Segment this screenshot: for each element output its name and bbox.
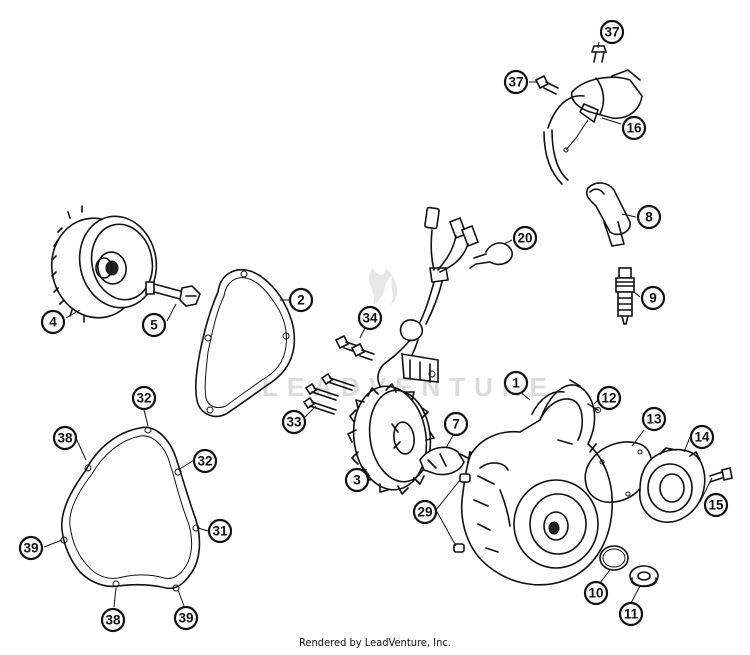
wiring-harness [377, 206, 480, 387]
cable-tie [469, 242, 513, 269]
render-credit: Rendered by LeadVenture, Inc. [299, 636, 451, 649]
svg-text:16: 16 [626, 121, 642, 136]
dowel-pins [453, 473, 471, 553]
callout-31: 31 [207, 518, 233, 544]
callout-13: 13 [641, 406, 667, 432]
leader-lines [43, 41, 713, 608]
callout-20: 20 [512, 225, 538, 251]
spark-plug-connector [585, 182, 631, 247]
bolts-34 [334, 334, 375, 361]
svg-text:31: 31 [212, 524, 228, 539]
svg-text:12: 12 [601, 391, 616, 406]
ignition-cover-gasket [195, 268, 296, 418]
callout-7: 7 [443, 411, 469, 437]
callout-32-right: 32 [192, 448, 218, 474]
svg-text:13: 13 [646, 412, 662, 427]
callout-3: 3 [344, 467, 370, 493]
callout-39-bottom: 39 [173, 605, 199, 631]
spark-plug [615, 267, 635, 325]
callout-37-upper: 37 [599, 19, 625, 45]
svg-text:32: 32 [136, 391, 151, 406]
ignition-coil [543, 69, 643, 185]
coil-bolt-upper [590, 45, 608, 63]
callout-11: 11 [618, 601, 644, 627]
svg-text:4: 4 [49, 315, 57, 330]
callout-10: 10 [583, 580, 609, 606]
callout-16: 16 [621, 115, 647, 141]
callout-38-bottom: 38 [100, 607, 126, 633]
coil-bolt-side [534, 74, 559, 95]
starter-cover [639, 447, 706, 523]
callout-4: 4 [40, 309, 66, 335]
callout-5: 5 [141, 312, 167, 338]
svg-text:14: 14 [694, 430, 710, 445]
bolts-33 [302, 372, 355, 415]
callout-2: 2 [288, 287, 314, 313]
callout-37-side: 37 [503, 69, 529, 95]
starter-cover-bolt [709, 467, 733, 483]
flywheel-bolt [145, 281, 201, 307]
svg-text:10: 10 [588, 586, 603, 601]
callout-32-top: 32 [131, 385, 157, 411]
generator-cover-gasket [60, 426, 201, 592]
callout-15: 15 [703, 492, 729, 518]
callout-29: 29 [412, 499, 438, 525]
svg-text:8: 8 [645, 210, 653, 225]
svg-text:38: 38 [105, 613, 121, 628]
svg-text:37: 37 [604, 25, 619, 40]
flywheel-rotor [50, 205, 158, 323]
svg-text:9: 9 [649, 291, 657, 306]
svg-text:32: 32 [197, 454, 212, 469]
stator [347, 383, 435, 495]
svg-text:15: 15 [708, 498, 724, 513]
washer [629, 565, 659, 588]
starter-cover-gasket [584, 441, 653, 504]
o-ring [599, 545, 629, 571]
svg-text:5: 5 [150, 318, 158, 333]
callout-14: 14 [689, 424, 715, 450]
callout-12: 12 [596, 385, 622, 411]
svg-text:1: 1 [512, 376, 520, 391]
callout-1: 1 [503, 370, 529, 396]
svg-text:39: 39 [178, 611, 193, 626]
svg-text:38: 38 [57, 431, 73, 446]
svg-text:39: 39 [23, 541, 38, 556]
callout-8: 8 [636, 204, 662, 230]
svg-text:33: 33 [286, 415, 302, 430]
svg-text:3: 3 [353, 473, 361, 488]
callout-38-left: 38 [52, 425, 78, 451]
callout-33: 33 [281, 409, 307, 435]
svg-text:2: 2 [297, 293, 305, 308]
generator-cover [460, 379, 614, 586]
svg-text:34: 34 [362, 311, 378, 326]
small-bolt [587, 403, 601, 413]
svg-text:20: 20 [517, 231, 532, 246]
callout-34: 34 [357, 305, 383, 331]
svg-text:7: 7 [452, 417, 460, 432]
svg-text:11: 11 [624, 607, 639, 622]
svg-text:37: 37 [508, 75, 523, 90]
svg-text:29: 29 [417, 505, 432, 520]
callout-9: 9 [640, 285, 666, 311]
callout-39-left: 39 [18, 535, 44, 561]
